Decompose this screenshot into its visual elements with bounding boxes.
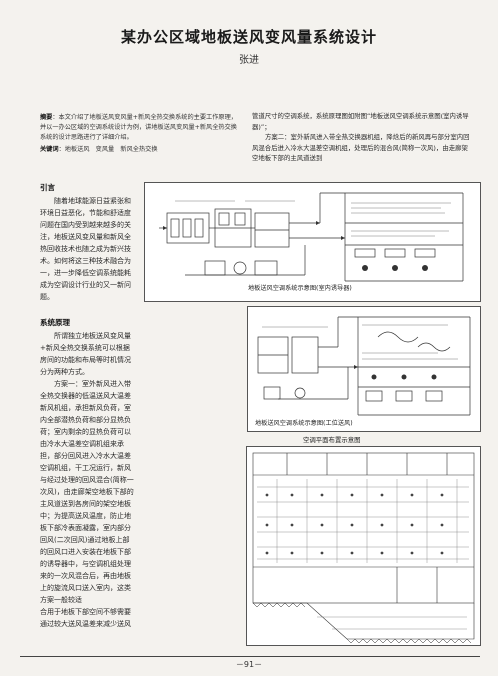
article-author: 张进 xyxy=(239,55,259,66)
workstation-schematic-drawing xyxy=(257,316,471,416)
intro-paragraph: 随着地球能源日益紧张和环境日益恶化，节能和舒适度问题在国内受到越来越多的关注，地… xyxy=(40,197,131,301)
right-column-top-text: 管道尺寸的空调系统，系统原理图如附图“地板送风空调系统示意图(室内诱导器)”； … xyxy=(252,111,472,164)
figure-2-caption: 地板送风空调系统示意图(工位送风) xyxy=(253,418,355,427)
intro-heading: 引言 xyxy=(40,183,55,192)
figure-1-caption: 地板送风空调系统示意图(室内诱导器) xyxy=(246,283,354,292)
page-number: －91－ xyxy=(235,660,263,669)
principle-body: 所谓独立地板送风变风量+新风全热交换系统可以根据房间的功能和布局等时机情况分为两… xyxy=(40,330,136,630)
keywords-text: ：地板送风 变风量 新风全热交换 xyxy=(58,146,158,153)
keywords-label: 关键词 xyxy=(40,146,59,153)
right-paragraph-1: 管道尺寸的空调系统，系统原理图如附图“地板送风空调系统示意图(室内诱导器)”； xyxy=(252,112,469,131)
figure-floor-plan xyxy=(246,446,481,646)
inducer-schematic-drawing xyxy=(159,192,464,282)
principle-heading: 系统原理 xyxy=(40,318,70,327)
right-paragraph-2: 方案二：室外新风进入带全热交换器机组，降焓后的新风再与部分室内回风混合后进入冷水… xyxy=(252,133,470,162)
footer-rule xyxy=(20,656,480,657)
article-title: 某办公区域地板送风变风量系统设计 xyxy=(120,28,377,46)
abstract-block: 摘要：本文介绍了地板送风变风量+新风全热交换系统的主要工作原理，并以一办公区域的… xyxy=(40,113,240,155)
floor-plan-drawing xyxy=(252,452,475,644)
intro-body: 随着地球能源日益紧张和环境日益恶化，节能和舒适度问题在国内受到越来越多的关注，地… xyxy=(40,195,136,303)
principle-paragraph-2: 方案一：室外新风进入带全热交换器的低温送风大温差新风机组，承担新风负荷，室内全部… xyxy=(40,380,134,604)
principle-paragraph-3: 合用于地板下部空间不够需要通过较大送风温差来减少送风 xyxy=(40,608,131,628)
figure-workstation-schematic xyxy=(247,306,481,432)
figure-3-label: 空调平面布置示意图 xyxy=(303,436,361,444)
principle-paragraph-1: 所谓独立地板送风变风量+新风全热交换系统可以根据房间的功能和布局等时机情况分为两… xyxy=(40,332,131,376)
abstract-label: 摘要 xyxy=(40,114,53,121)
abstract-text: ：本文介绍了地板送风变风量+新风全热交换系统的主要工作原理，并以一办公区域的空调… xyxy=(40,114,237,141)
figure-inducer-schematic xyxy=(144,182,481,302)
